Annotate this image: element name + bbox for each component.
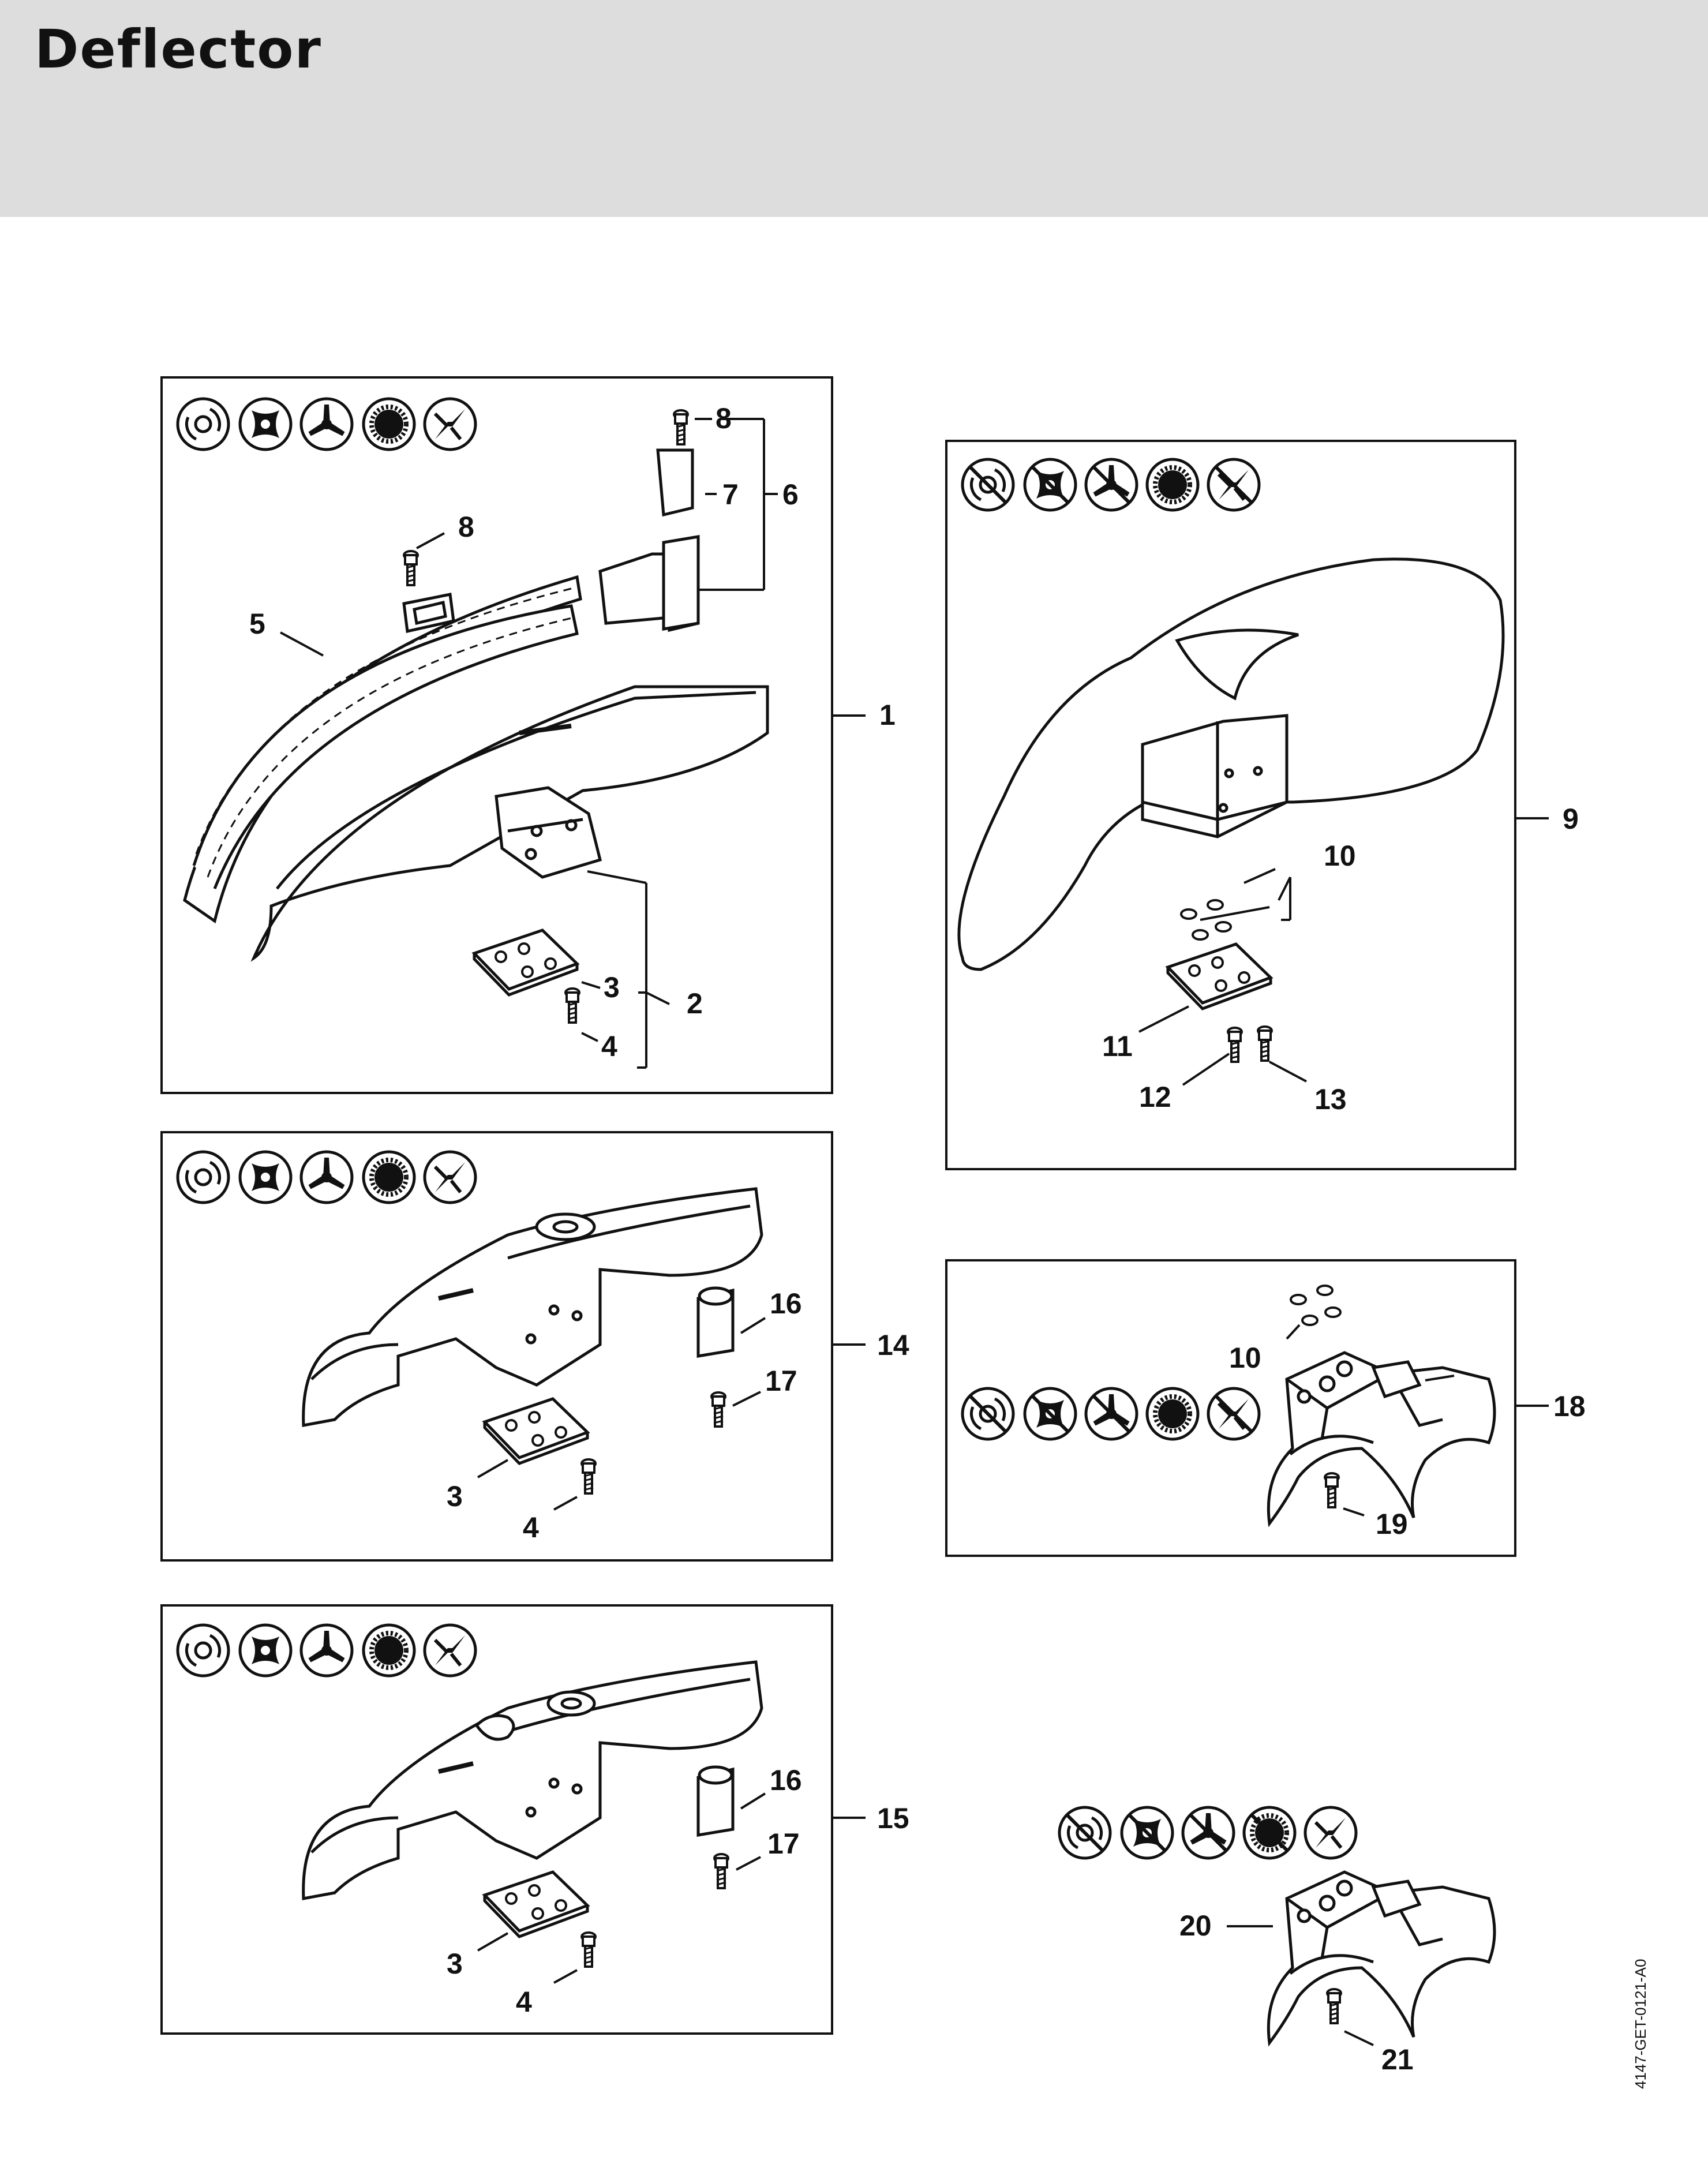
part-number-12: 12	[1139, 1081, 1171, 1113]
mounting-plate-11	[1168, 944, 1271, 1009]
screw-19	[1324, 1472, 1340, 1508]
part-number-16: 16	[770, 1764, 802, 1796]
part-number-6: 6	[782, 478, 799, 511]
page-title: Deflector	[35, 18, 322, 80]
part-number-18: 18	[1553, 1390, 1586, 1422]
part-number-4: 4	[601, 1030, 617, 1062]
part-number-21: 21	[1381, 2043, 1414, 2076]
screw-8	[403, 550, 419, 586]
part-number-17: 17	[765, 1365, 797, 1397]
part-number-13: 13	[1314, 1083, 1347, 1115]
leader-lines-panel-15	[477, 1792, 866, 1984]
deflector-14	[302, 1187, 763, 1427]
leader-lines-panel-1	[280, 418, 866, 1069]
part-number-9: 9	[1563, 803, 1579, 835]
part-number-14: 14	[877, 1329, 909, 1361]
part-number-10: 10	[1229, 1342, 1261, 1374]
mowing-head-icon	[178, 1625, 229, 1676]
title-band: Deflector	[0, 0, 1708, 217]
deflector-9	[957, 557, 1505, 971]
part-number-4: 4	[516, 1986, 532, 2018]
document-code: 4147-GET-0121-A0	[1632, 1959, 1649, 2089]
part-number-3: 3	[447, 1480, 463, 1512]
part-number-1: 1	[879, 699, 896, 731]
part-number-3: 3	[447, 1948, 463, 1980]
part-number-17: 17	[767, 1828, 800, 1860]
circular-saw-blade-icon	[364, 1152, 414, 1203]
leader-lines-panel-14	[477, 1317, 866, 1511]
grass-blade-icon	[301, 1152, 352, 1203]
polycut-head-icon	[240, 1625, 291, 1676]
screw-4	[580, 1931, 597, 1968]
part-number-8-top: 8	[716, 402, 732, 435]
polycut-head-icon	[240, 1152, 291, 1203]
bracket-plate-7	[656, 448, 694, 517]
circular-saw-blade-icon	[364, 399, 414, 450]
screw-17	[710, 1391, 726, 1428]
circular-saw-blade-icon	[1147, 1388, 1198, 1439]
leader-lines-panel-18	[1286, 1324, 1549, 1517]
leader-lines-panel-9	[1138, 817, 1549, 1086]
brush-knife-icon	[425, 399, 475, 450]
mounting-plate-3	[485, 1872, 587, 1937]
polycut-head-icon	[240, 399, 291, 450]
screw-21	[1326, 1988, 1342, 2024]
screw-8-top	[673, 409, 689, 445]
part-number-8: 8	[458, 511, 474, 543]
screw-4	[564, 987, 580, 1024]
mowing-head-icon	[178, 399, 229, 450]
part-number-3: 3	[604, 971, 620, 1004]
screw-12	[1227, 1027, 1243, 1063]
part-number-19: 19	[1376, 1508, 1408, 1540]
part-number-2: 2	[687, 987, 703, 1020]
part-number-4: 4	[523, 1511, 539, 1544]
grass-blade-icon	[301, 399, 352, 450]
deflector-1	[250, 685, 769, 962]
deflector-20	[1267, 1870, 1496, 2047]
brush-knife-icon	[425, 1152, 475, 1203]
mowing-head-icon	[178, 1152, 229, 1203]
brush-knife-icon	[425, 1625, 475, 1676]
screw-4	[580, 1458, 597, 1495]
bracket-assembly-6	[598, 448, 700, 632]
brush-knife-icon	[1305, 1807, 1356, 1858]
mounting-plate-3	[485, 1399, 587, 1463]
circular-saw-blade-icon	[364, 1625, 414, 1676]
washers-10	[1290, 1285, 1342, 1326]
screw-17	[713, 1853, 729, 1889]
deflector-18	[1267, 1351, 1496, 1527]
part-number-10: 10	[1324, 840, 1356, 872]
screw-13	[1257, 1025, 1273, 1062]
deflector-15	[302, 1660, 763, 1900]
part-number-16: 16	[770, 1287, 802, 1320]
part-number-5: 5	[249, 608, 265, 640]
part-number-15: 15	[877, 1802, 909, 1834]
leader-lines-group-20	[1227, 1925, 1374, 2046]
grass-blade-icon	[301, 1625, 352, 1676]
circular-saw-blade-icon	[1147, 459, 1198, 510]
part-number-7: 7	[722, 478, 739, 511]
cutting-attachment-5	[183, 575, 582, 924]
part-number-20: 20	[1179, 1910, 1212, 1942]
mounting-plate-3	[474, 930, 577, 995]
part-number-11: 11	[1102, 1030, 1133, 1062]
